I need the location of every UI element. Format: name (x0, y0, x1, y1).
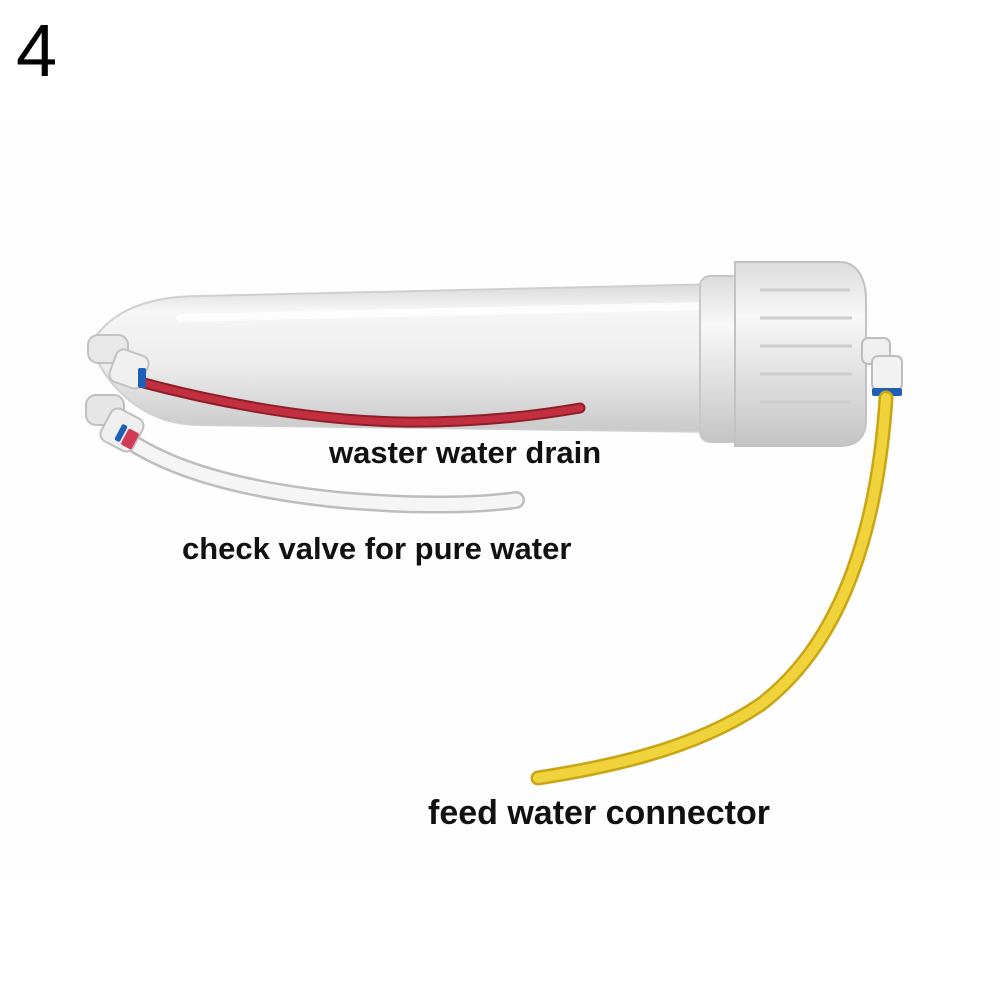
check-valve-label: check valve for pure water (182, 531, 572, 566)
page-number: 4 (16, 9, 58, 92)
housing-cap (734, 261, 867, 447)
drain-fitting (87, 334, 150, 390)
feed-fitting (861, 337, 903, 396)
drain-label: waster water drain (329, 435, 602, 470)
check-valve-fitting (85, 394, 145, 453)
feed-water-label: feed water connector (428, 794, 770, 832)
